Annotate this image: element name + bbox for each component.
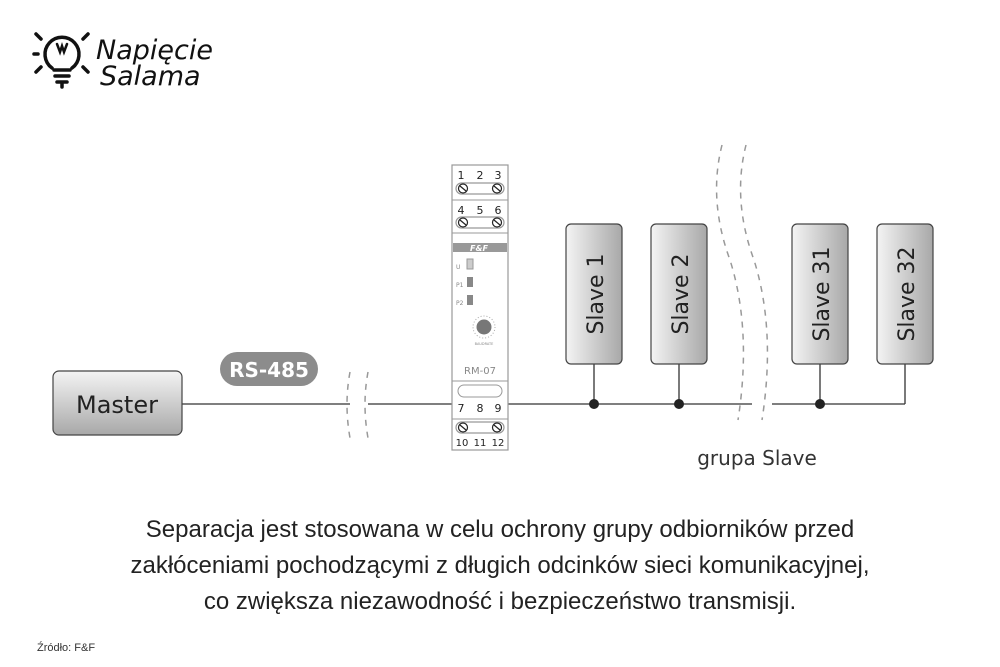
rs485-badge: RS-485 bbox=[220, 352, 318, 386]
slave-box-2: Slave 2 bbox=[650, 223, 708, 365]
terminal-7: 7 bbox=[458, 402, 465, 415]
lightbulb-icon bbox=[32, 32, 90, 89]
led-label-p2: P2 bbox=[456, 300, 464, 307]
slave-label: Slave 32 bbox=[895, 246, 920, 341]
line-break-marks bbox=[346, 144, 769, 439]
terminal-4: 4 bbox=[458, 204, 465, 217]
screw-icons bbox=[455, 182, 505, 434]
slave-box-31: Slave 31 bbox=[791, 223, 849, 365]
led-p1 bbox=[467, 277, 473, 287]
caption-line: zakłóceniami pochodzącymi z długich odci… bbox=[130, 552, 870, 579]
slave-label: Slave 2 bbox=[669, 253, 694, 334]
baudrate-knob bbox=[476, 319, 492, 335]
terminal-8: 8 bbox=[477, 402, 484, 415]
terminal-6: 6 bbox=[495, 204, 502, 217]
caption-line: co zwiększa niezawodność i bezpieczeństw… bbox=[203, 588, 797, 615]
terminal-3: 3 bbox=[495, 169, 502, 182]
terminal-5: 5 bbox=[477, 204, 484, 217]
master-box: Master bbox=[52, 370, 183, 436]
junction-dots bbox=[589, 399, 825, 409]
terminal-10: 10 bbox=[456, 438, 469, 449]
terminal-9: 9 bbox=[495, 402, 502, 415]
terminal-2: 2 bbox=[477, 169, 484, 182]
terminal-1: 1 bbox=[458, 169, 465, 182]
led-label-p1: P1 bbox=[456, 282, 464, 289]
module-brand: F&F bbox=[470, 244, 488, 253]
terminal-12: 12 bbox=[492, 438, 505, 449]
rm07-module: 1 2 3 4 5 6 7 8 9 10 11 12 F&F U bbox=[451, 164, 509, 451]
led-p2 bbox=[467, 295, 473, 305]
slave-label: Slave 1 bbox=[584, 253, 609, 334]
logo-text-line2: Salama bbox=[100, 61, 201, 92]
logo: Napięcie Salama bbox=[32, 32, 213, 92]
led-u bbox=[466, 258, 474, 270]
source-note: Źródło: F&F bbox=[37, 642, 96, 654]
master-label: Master bbox=[76, 391, 158, 419]
logo-text-line1: Napięcie bbox=[96, 35, 213, 66]
terminal-11: 11 bbox=[474, 438, 487, 449]
bus-wiring bbox=[182, 364, 906, 405]
led-label-u: U bbox=[456, 264, 460, 271]
caption: Separacja jest stosowana w celu ochrony … bbox=[0, 512, 1000, 620]
caption-line: Separacja jest stosowana w celu ochrony … bbox=[145, 516, 855, 543]
rs485-label: RS-485 bbox=[229, 358, 309, 382]
group-label: grupa Slave bbox=[697, 446, 817, 470]
knob-label: BAUDRATE bbox=[475, 342, 494, 346]
slave-box-1: Slave 1 bbox=[565, 223, 623, 365]
slave-label: Slave 31 bbox=[810, 246, 835, 341]
slave-box-32: Slave 32 bbox=[876, 223, 934, 365]
module-model: RM-07 bbox=[464, 366, 496, 377]
